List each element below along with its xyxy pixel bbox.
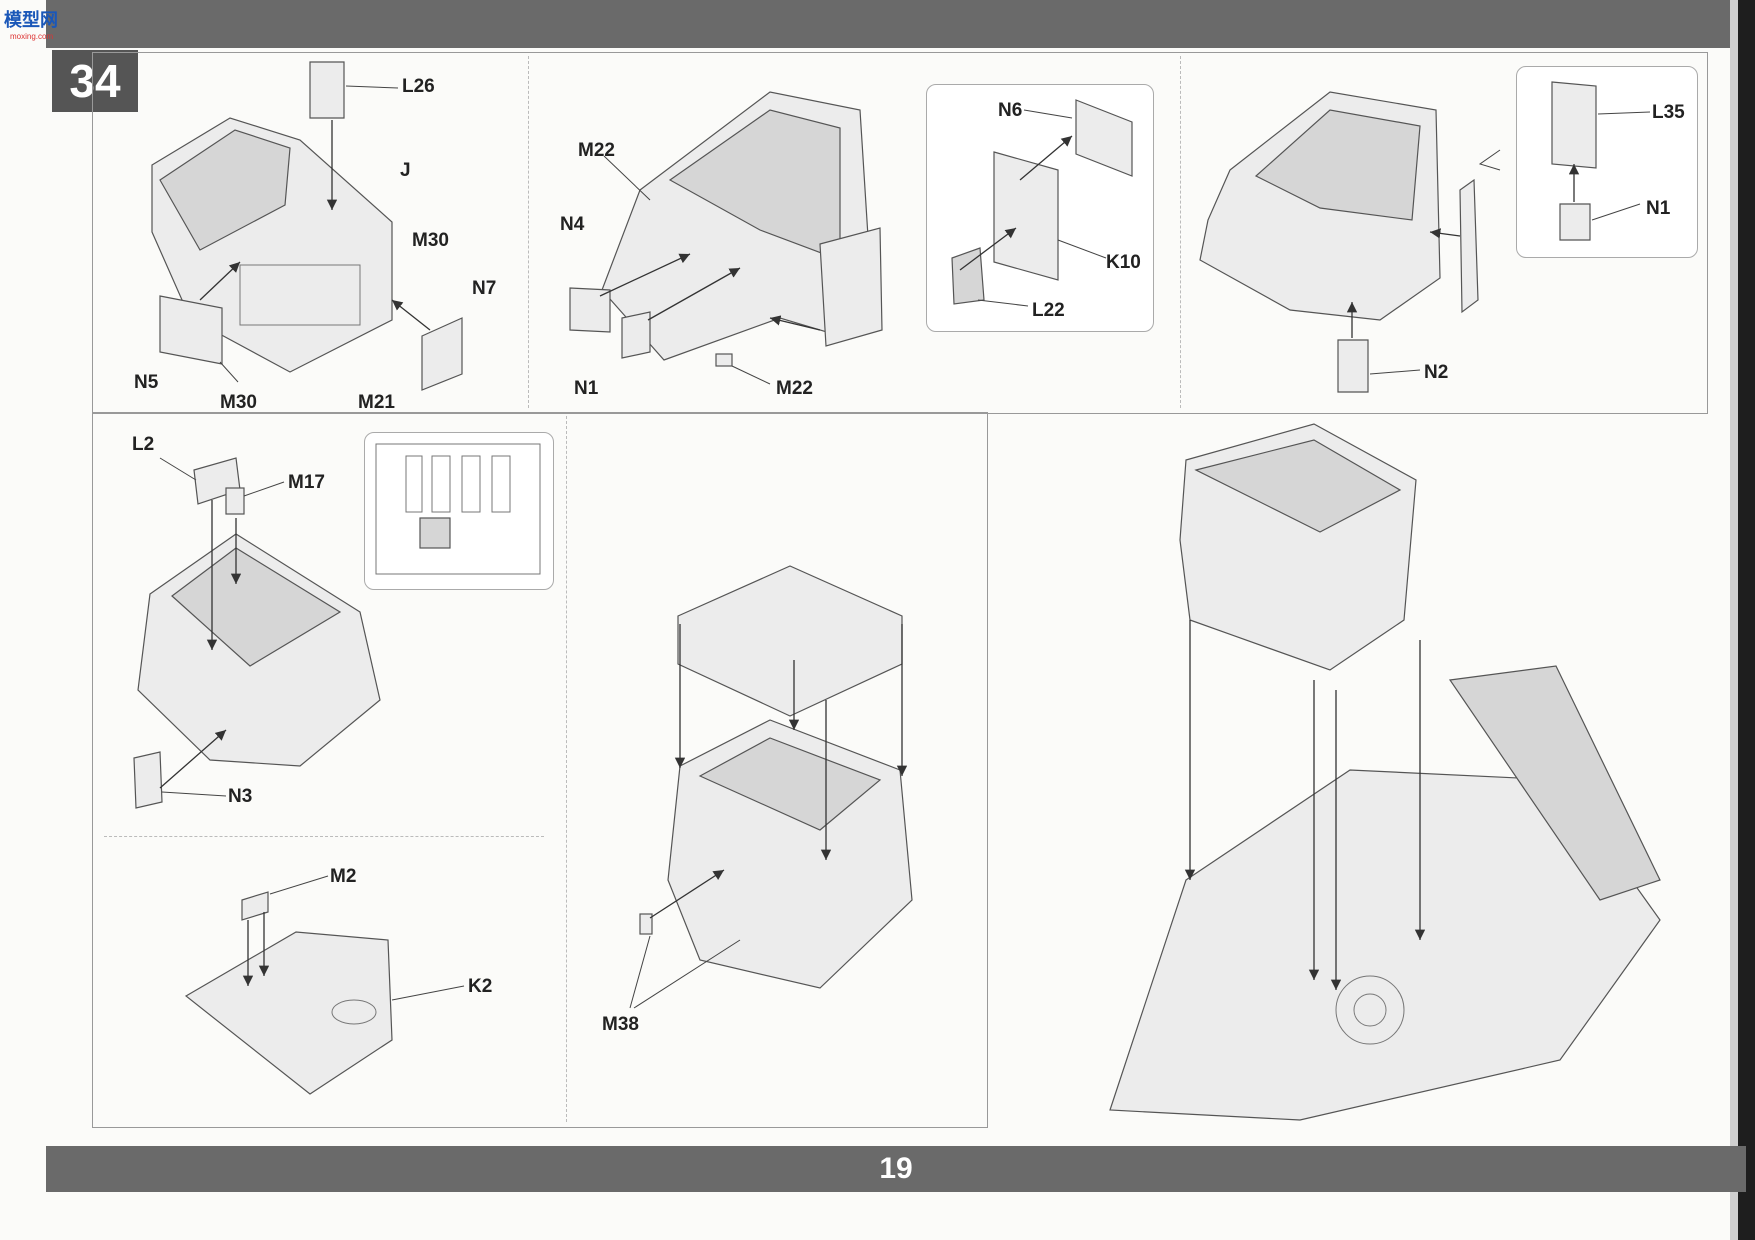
watermark-logo-text: 模型网 bbox=[4, 10, 58, 30]
label-L22: L22 bbox=[1032, 300, 1065, 321]
inset-parts-n6-k10-l22 bbox=[951, 99, 1133, 307]
watermark-sub-text: moxing.com bbox=[10, 32, 54, 41]
label-L2: L2 bbox=[132, 434, 155, 455]
label-N1: N1 bbox=[574, 378, 599, 399]
cab-assembly-3 bbox=[1199, 81, 1651, 393]
label-N3: N3 bbox=[228, 786, 253, 807]
page-binding bbox=[1738, 0, 1755, 1240]
cab-assembly-2 bbox=[569, 91, 883, 385]
label-M2: M2 bbox=[330, 866, 357, 887]
label-N1-b: N1 bbox=[1646, 198, 1671, 219]
label-N7: N7 bbox=[472, 278, 497, 299]
label-N4: N4 bbox=[560, 214, 585, 235]
cab-assembly-4 bbox=[133, 457, 381, 809]
label-K10: K10 bbox=[1106, 252, 1141, 273]
label-N5: N5 bbox=[134, 372, 159, 393]
inset-interior-drawing bbox=[375, 443, 541, 575]
page-binding-edge bbox=[1730, 0, 1738, 1240]
label-M21: M21 bbox=[358, 392, 395, 413]
label-K2: K2 bbox=[468, 976, 493, 997]
footer-bar: 19 bbox=[46, 1146, 1746, 1192]
panel-bottom-left bbox=[92, 412, 988, 1128]
panel-top-row bbox=[92, 52, 1708, 414]
header-bar bbox=[46, 0, 1746, 48]
label-J: J bbox=[400, 160, 411, 181]
label-N6: N6 bbox=[998, 100, 1023, 121]
label-M17: M17 bbox=[288, 472, 325, 493]
inset-l35-n1 bbox=[1516, 66, 1698, 258]
inset-interior-view bbox=[364, 432, 554, 590]
label-M22-b: M22 bbox=[776, 378, 813, 399]
roof-assembly bbox=[629, 565, 913, 1009]
label-M30-b: M30 bbox=[220, 392, 257, 413]
label-M38: M38 bbox=[602, 1014, 639, 1035]
label-N2: N2 bbox=[1424, 362, 1449, 383]
floor-assembly bbox=[184, 875, 465, 1095]
page-number: 19 bbox=[879, 1152, 913, 1185]
divider-4 bbox=[104, 836, 544, 837]
label-M30: M30 bbox=[412, 230, 449, 251]
cab-assembly-1 bbox=[151, 61, 463, 391]
divider-3 bbox=[566, 416, 567, 1122]
divider-2 bbox=[1180, 56, 1181, 408]
label-L26: L26 bbox=[402, 76, 435, 97]
watermark-logo: 模型网 moxing.com bbox=[4, 6, 84, 42]
label-M22: M22 bbox=[578, 140, 615, 161]
bulldozer-assembly bbox=[1109, 423, 1661, 1121]
label-L35: L35 bbox=[1652, 102, 1685, 123]
divider-1 bbox=[528, 56, 529, 408]
step-number-badge: 34 bbox=[52, 50, 138, 112]
